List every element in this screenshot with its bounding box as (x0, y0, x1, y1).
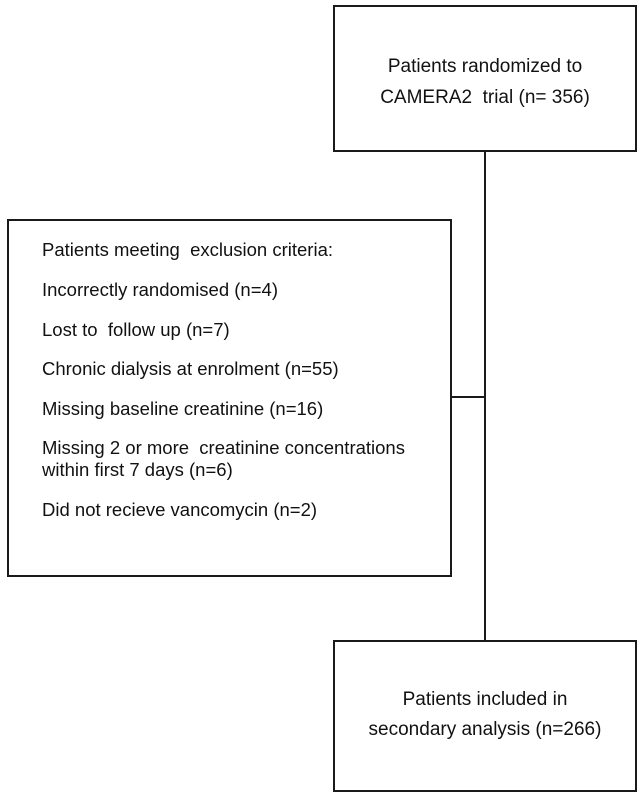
randomized-patients-line-1: Patients randomized to (387, 56, 583, 77)
exclusion-item: Did not recieve vancomycin (n=2) (42, 498, 318, 520)
exclusion-criteria-list: Incorrectly randomised (n=4) Lost to fol… (42, 279, 447, 538)
included-patients-box: Patients included in secondary analysis … (333, 640, 637, 792)
exclusion-criteria-box: Patients meeting exclusion criteria: Inc… (7, 219, 452, 577)
exclusion-branch-connector (452, 396, 485, 398)
randomized-patients-line-2: CAMERA2 trial (n= 356) (380, 87, 590, 108)
exclusion-item: Incorrectly randomised (n=4) (42, 279, 278, 300)
flow-connector-vertical (484, 152, 486, 640)
exclusion-item: Missing 2 or more creatinine concentrati… (42, 437, 411, 480)
exclusion-criteria-title: Patients meeting exclusion criteria: (42, 239, 333, 260)
randomized-patients-text: Patients randomized to CAMERA2 trial (n=… (335, 51, 635, 113)
included-patients-line-2: secondary analysis (n=266) (368, 719, 602, 740)
exclusion-item: Lost to follow up (n=7) (42, 318, 230, 340)
exclusion-item: Missing baseline creatinine (n=16) (42, 397, 324, 419)
included-patients-line-1: Patients included in (402, 689, 568, 710)
randomized-patients-box: Patients randomized to CAMERA2 trial (n=… (333, 5, 637, 152)
included-patients-text: Patients included in secondary analysis … (335, 685, 635, 745)
exclusion-item: Chronic dialysis at enrolment (n=55) (42, 358, 339, 379)
